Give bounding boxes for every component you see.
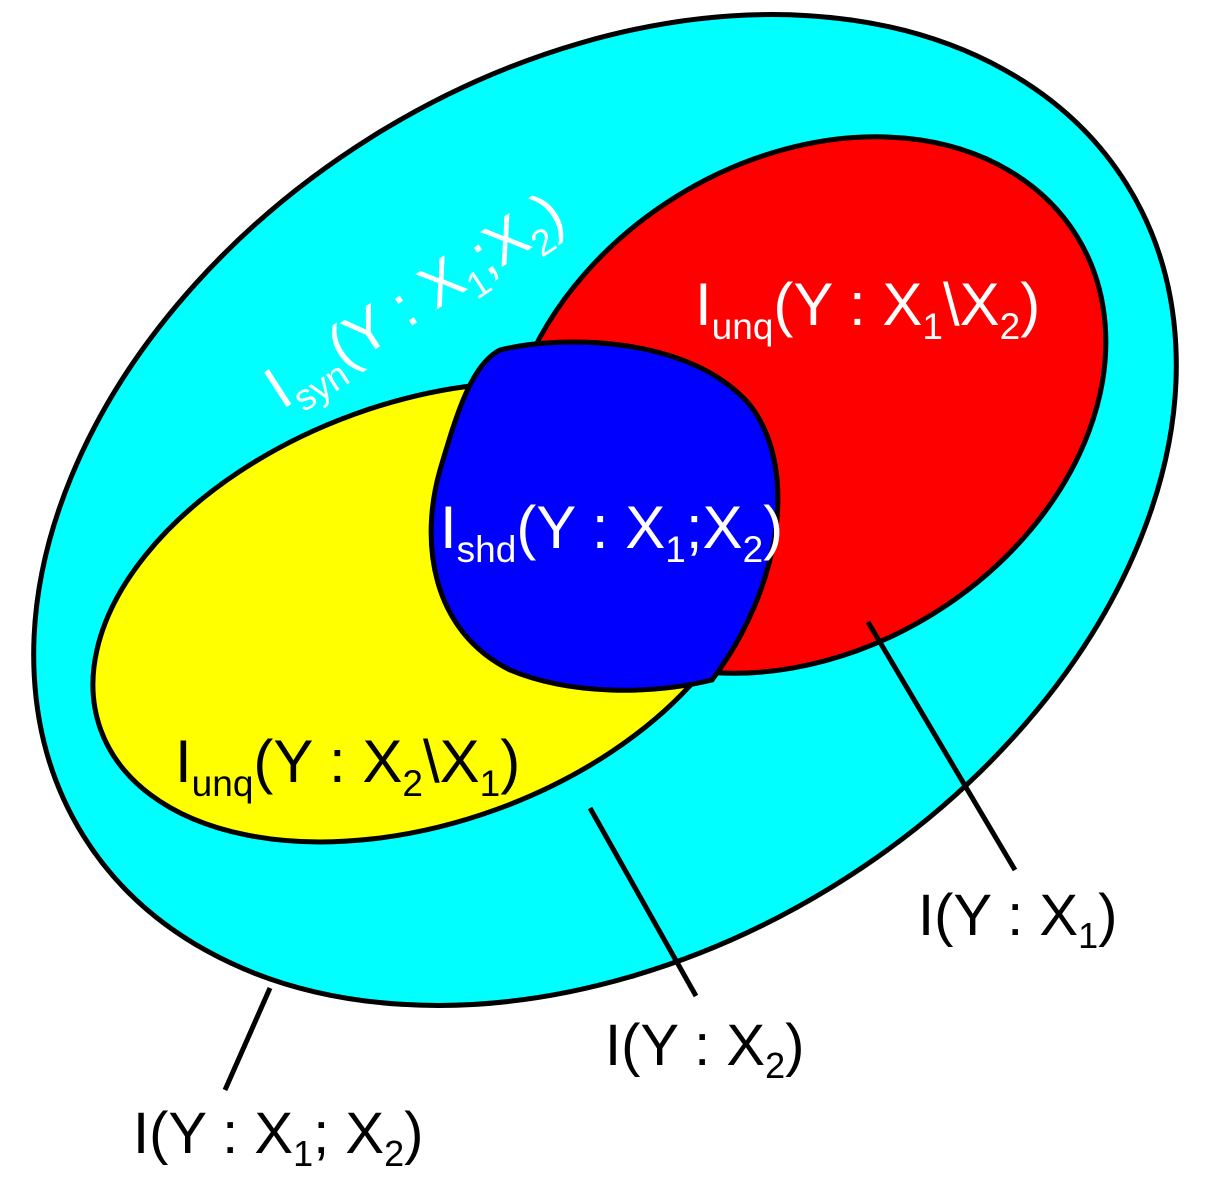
callout-x1x2-label: I(Y : X1; X2)	[133, 1101, 423, 1174]
shared-information-region	[428, 339, 781, 693]
callout-x2-label: I(Y : X2)	[605, 1013, 804, 1086]
unique-x2-label: Iunq(Y : X2\X1)	[175, 728, 520, 804]
callout-line-x1	[865, 620, 1018, 872]
shared-label: Ishd(Y : X1;X2)	[440, 494, 783, 570]
unique-x1-label: Iunq(Y : X1\X2)	[695, 271, 1040, 347]
callout-line-x2	[587, 806, 699, 998]
callout-line-x1x2	[222, 986, 273, 1092]
callout-x1-label: I(Y : X1)	[918, 883, 1117, 956]
